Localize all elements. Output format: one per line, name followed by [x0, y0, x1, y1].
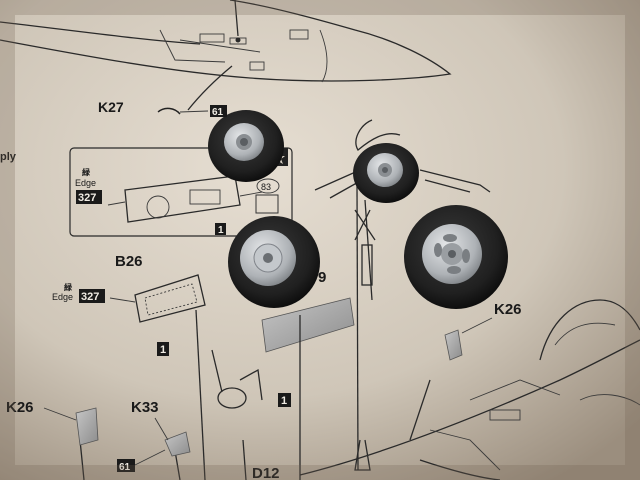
label-83: 83 [261, 182, 271, 192]
k33-part [164, 431, 191, 457]
label-edge-top-kanji: 緑 [82, 167, 91, 177]
small-wheel-right [353, 143, 419, 203]
label-k33-61: 61 [119, 462, 131, 473]
label-1-low: 1 [281, 395, 287, 407]
label-ply: ply [0, 151, 17, 163]
detail-inset-box [69, 147, 293, 237]
label-9: 9 [318, 269, 326, 286]
aircraft-fuselage-drawing [299, 299, 640, 480]
label-edge-top-num: 327 [78, 192, 96, 204]
badge-k33-61 [117, 459, 135, 472]
circle-83 [256, 178, 280, 194]
label-k27-61: 61 [212, 107, 224, 118]
badge-1-top [215, 223, 226, 235]
label-k26-right: K26 [494, 301, 522, 318]
label-edge-mid-num: 327 [81, 291, 99, 303]
badge-edge-mid [79, 289, 105, 303]
label-edge-top: Edge [75, 178, 96, 188]
panel-drawing [124, 175, 241, 223]
label-edge-mid-kanji: 緑 [64, 282, 73, 292]
strip-part [261, 297, 355, 353]
label-b26: B26 [115, 253, 143, 270]
paint-swatch-icon [255, 194, 279, 214]
large-wheel-center [228, 216, 320, 308]
label-1-top: 1 [218, 225, 224, 236]
k26-left-part [75, 407, 99, 446]
k26-right-part [444, 329, 463, 361]
badge-k27-61 [210, 105, 227, 117]
label-1-mid: 1 [160, 344, 166, 356]
label-k27: K27 [98, 99, 124, 115]
badge-edge-top [76, 190, 102, 204]
label-d12: D12 [252, 465, 280, 480]
label-edge-mid: Edge [52, 292, 73, 302]
k27-part [157, 107, 181, 115]
b26-panel-drawing [134, 274, 206, 323]
aircraft-nose-drawing [0, 0, 452, 111]
landing-strut-drawing [211, 119, 491, 471]
large-wheel-right [404, 205, 508, 309]
badge-1-mid [157, 342, 169, 356]
label-k26-left: K26 [6, 399, 34, 416]
label-k33: K33 [131, 399, 159, 416]
small-wheel-left [208, 110, 284, 182]
badge-1-low [278, 393, 291, 407]
